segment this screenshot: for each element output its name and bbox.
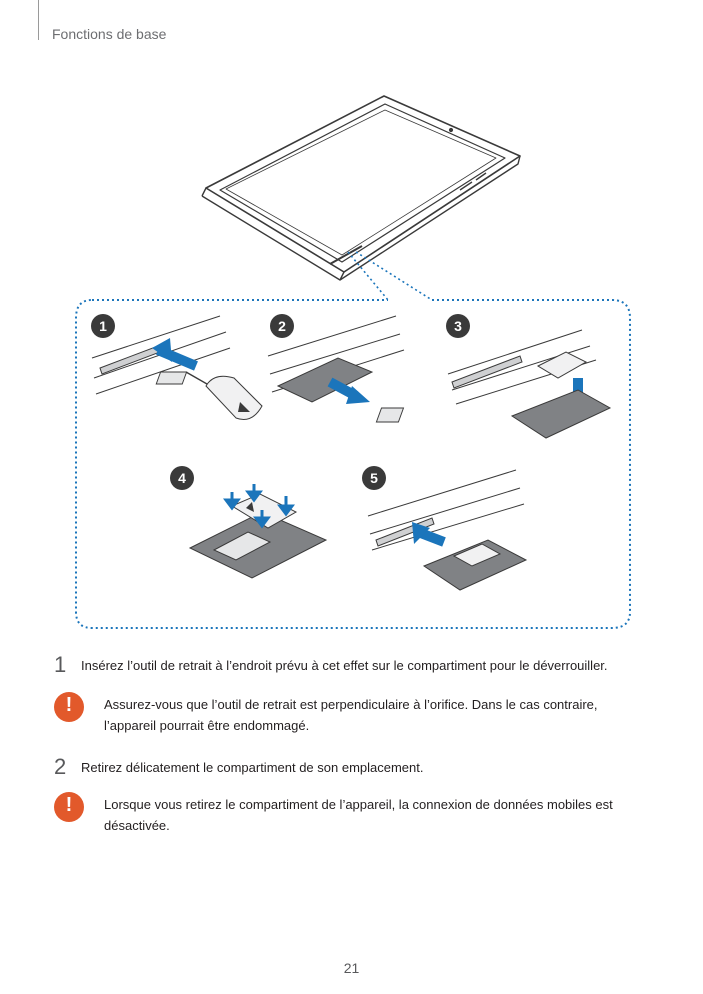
callout-3: 3 [446,314,470,338]
step-number: 2 [54,754,67,779]
panel-align-card [188,484,328,579]
callout-1: 1 [91,314,115,338]
panel-insert-tool [91,315,263,420]
caution-icon: ! [54,692,84,722]
svg-text:1: 1 [99,318,107,334]
page-number: 21 [343,960,360,976]
caution-text: Lorsque vous retirez le compartiment de … [104,797,613,833]
section-title: Fonctions de base [52,26,167,42]
step-text: Retirez délicatement le compartiment de … [81,760,424,775]
callout-5: 5 [362,466,386,490]
panel-pull-tray [155,315,405,404]
panel-reinsert-tray [367,469,528,591]
callout-4: 4 [170,466,194,490]
step-text: Insérez l’outil de retrait à l’endroit p… [81,658,608,673]
svg-text:4: 4 [178,470,186,486]
panel-insert-card [375,329,612,439]
svg-text:5: 5 [370,470,378,486]
caution-icon: ! [54,792,84,822]
svg-text:3: 3 [454,318,462,334]
header-rule [38,0,39,40]
sim-tray-illustration: 1 2 3 4 5 [75,95,631,629]
steps-panel-border [75,299,631,629]
step-number: 1 [54,652,67,677]
callout-2: 2 [270,314,294,338]
svg-text:2: 2 [278,318,286,334]
callout-connectors [347,251,433,301]
caution-text: Assurez-vous que l’outil de retrait est … [104,697,598,733]
tablet-device [201,95,521,281]
